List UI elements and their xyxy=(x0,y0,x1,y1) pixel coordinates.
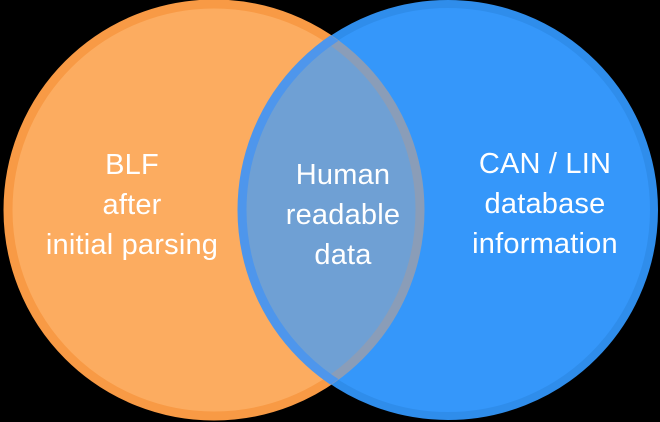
intersection-lens xyxy=(238,0,425,420)
intersection-left-arc xyxy=(237,0,424,420)
